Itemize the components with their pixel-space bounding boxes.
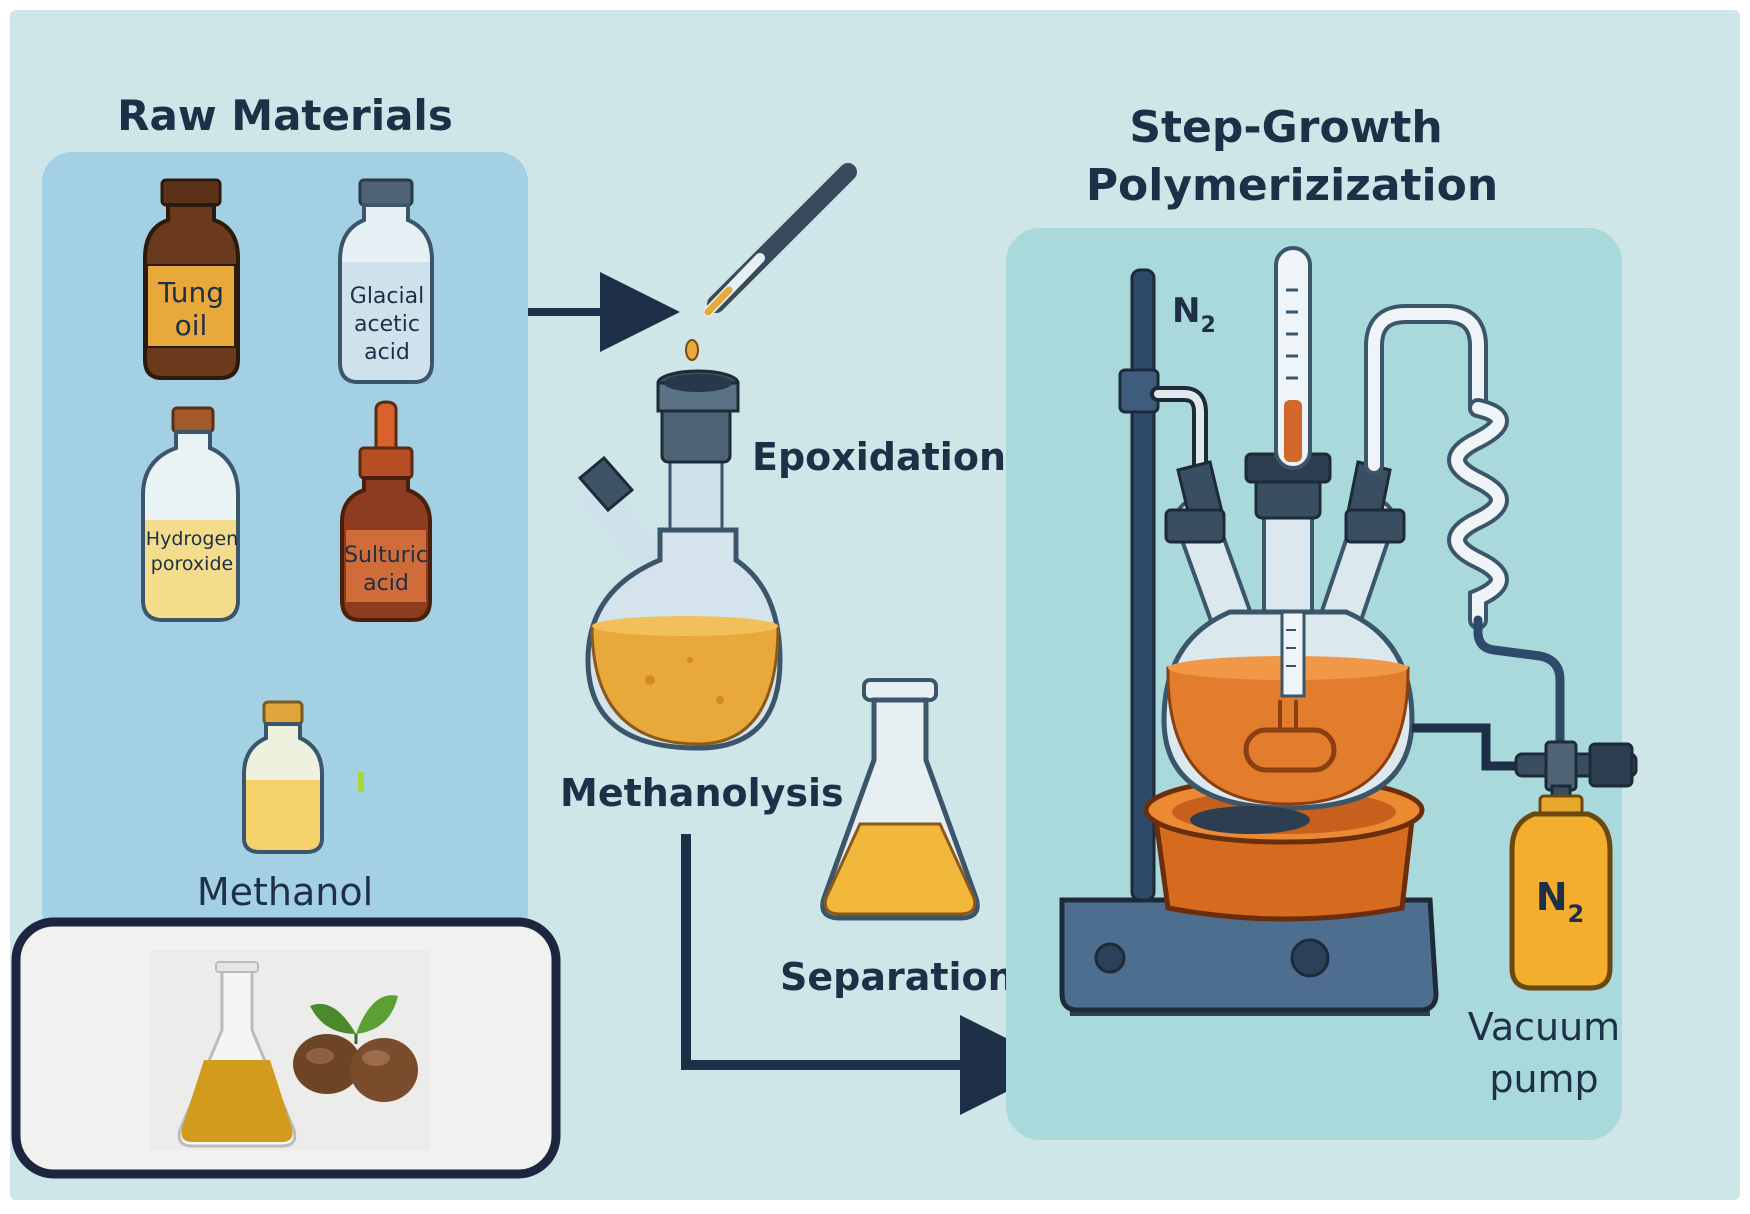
cylinder-n2-label: N2: [1536, 875, 1585, 928]
epoxidation-flask: [577, 369, 783, 751]
stand-rod: [1130, 268, 1156, 902]
peroxide-label-line1: Hydrogen: [146, 528, 238, 550]
step-growth-title-line1: Step-Growth: [1129, 102, 1442, 153]
sulfuric-label-line2: acid: [363, 571, 409, 596]
methanol-bottle: [242, 700, 364, 854]
vacuum-pump-label-line2: pump: [1489, 1057, 1598, 1101]
methanolysis-label: Methanolysis: [560, 771, 844, 815]
condenser-coil: [1364, 304, 1565, 765]
tung-nuts-photo: [293, 995, 418, 1102]
tung-oil-label-line1: Tung: [157, 276, 224, 309]
hydrogen-peroxide-bottle: Hydrogen poroxide: [141, 406, 240, 622]
tung-oil-label-line2: oil: [175, 309, 208, 342]
oil-flask-photo: [177, 961, 297, 1148]
vacuum-pump-label-line1: Vacuum: [1468, 1005, 1620, 1049]
step-growth-title-line2: Polymerizization: [1086, 160, 1498, 211]
separation-flask: [820, 678, 980, 921]
acetic-label-line3: acid: [364, 340, 410, 365]
sulfuric-acid-bottle: Sulturic acid: [340, 400, 432, 622]
inset-photo: [11, 917, 561, 1179]
raw-materials-title: Raw Materials: [117, 91, 453, 140]
thermometer: [1274, 246, 1312, 470]
tung-oil-bottle: Tung oil: [143, 178, 240, 380]
valve: [1514, 740, 1638, 810]
separation-label: Separation: [780, 955, 1015, 999]
peroxide-label-line2: poroxide: [151, 553, 233, 575]
stand-n2-label: N2: [1172, 291, 1216, 338]
sulfuric-label-line1: Sulturic: [344, 543, 428, 568]
arrow-to-polymerization: [681, 834, 1060, 1115]
methanol-label: Methanol: [197, 870, 373, 914]
glacial-acetic-acid-bottle: Glacial acetic acid: [338, 178, 434, 384]
dropper: [685, 163, 857, 361]
vacuum-line: [1412, 723, 1520, 771]
green-mark: [358, 772, 364, 792]
n2-cylinder: N2: [1509, 794, 1613, 991]
n2-inlet-tube: [1154, 390, 1204, 474]
hotplate: [1059, 897, 1439, 1016]
acetic-label-line2: acetic: [354, 312, 420, 337]
epoxidation-label: Epoxidation: [752, 435, 1006, 479]
acetic-label-line1: Glacial: [350, 284, 424, 309]
three-neck-flask: [1161, 452, 1415, 834]
